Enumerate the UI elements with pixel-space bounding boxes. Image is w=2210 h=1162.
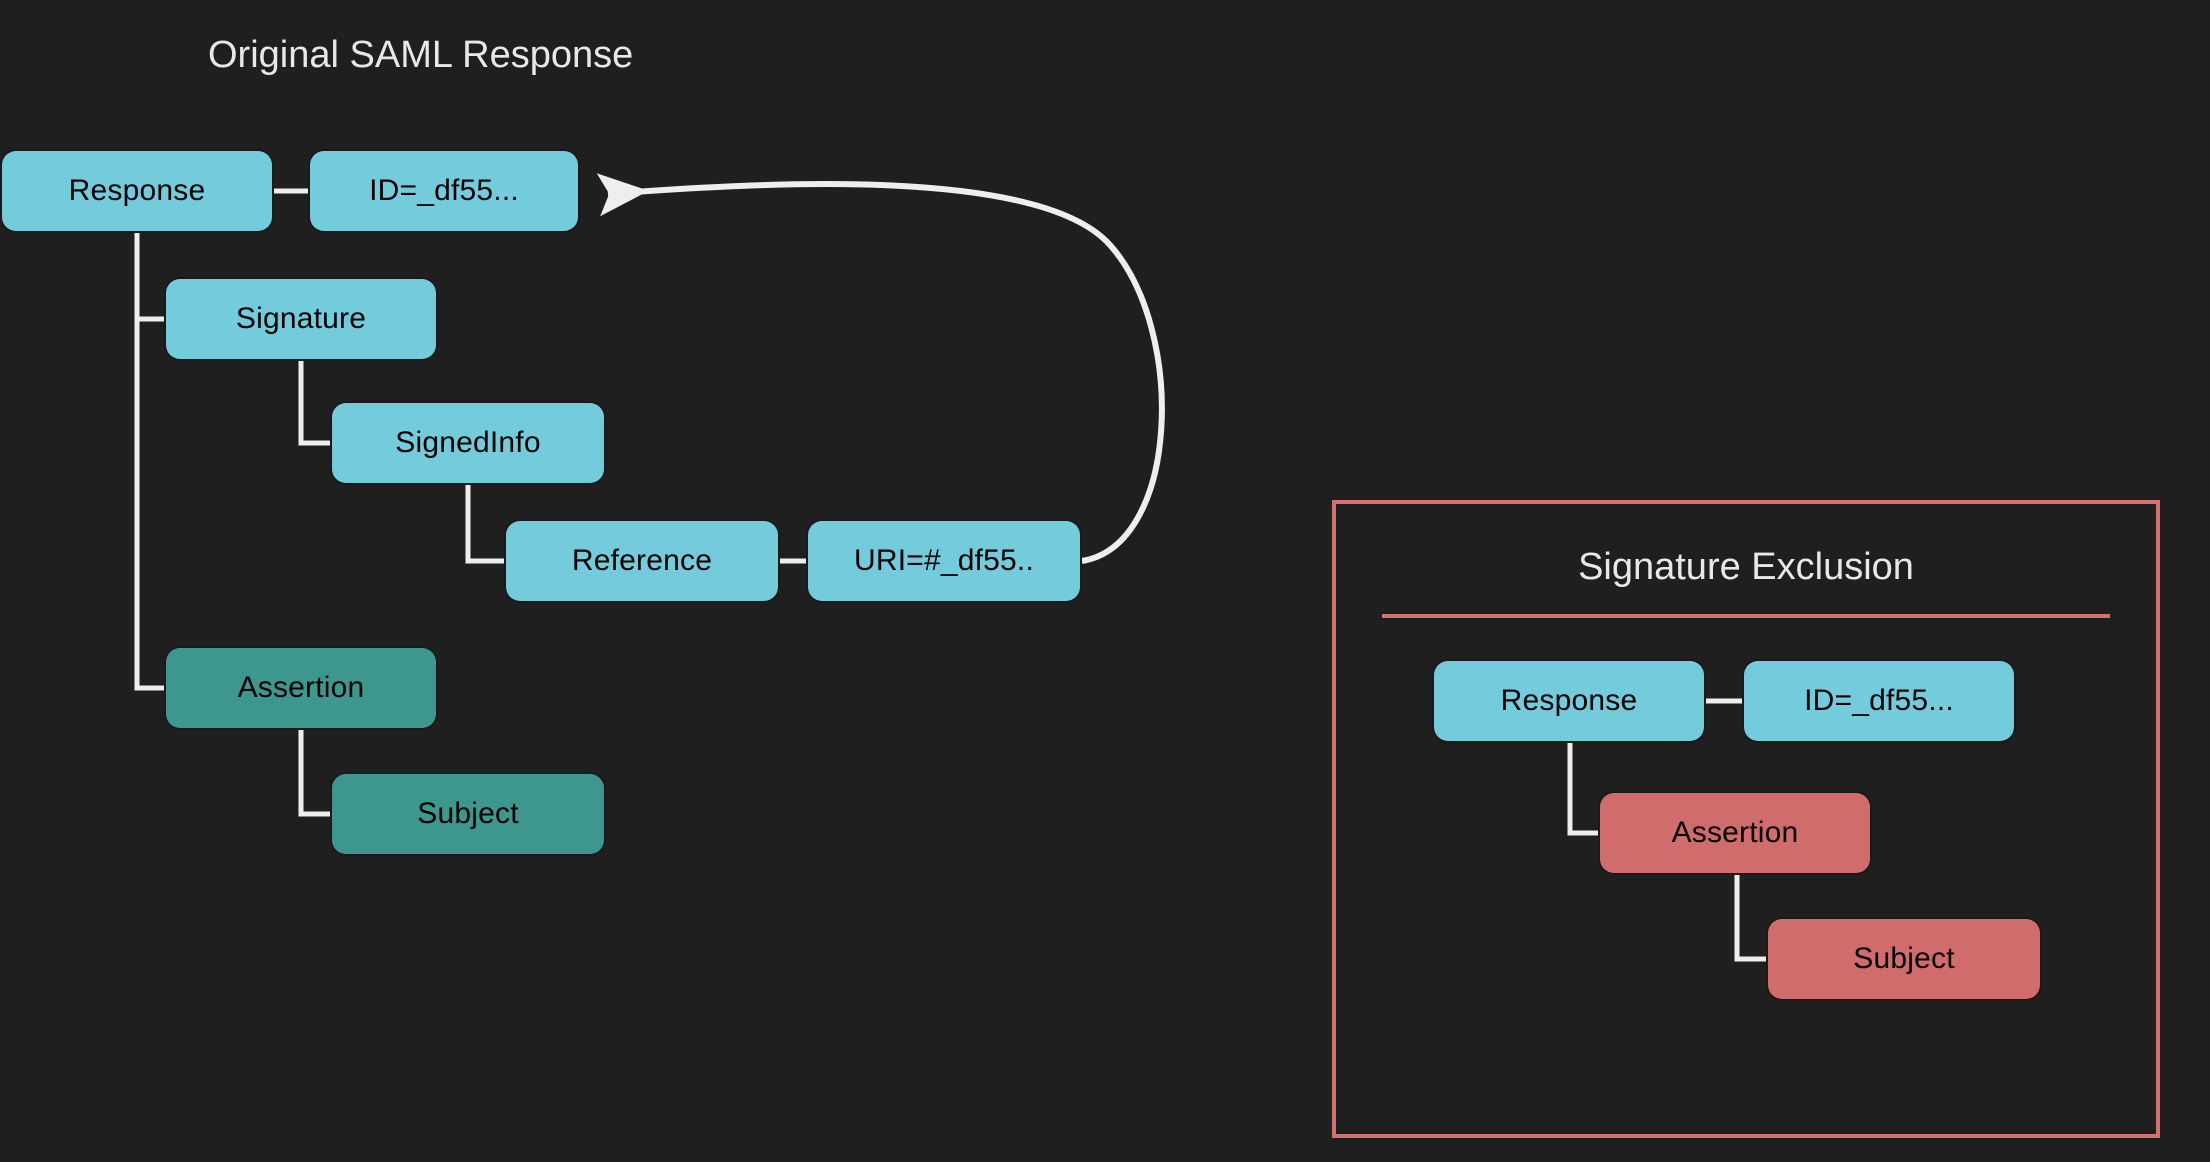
edge-response-to-assertion [134, 231, 166, 691]
signature-exclusion-panel [1332, 500, 2160, 1138]
left-diagram-title: Original SAML Response [208, 34, 634, 76]
edge-response-to-signature [134, 231, 166, 322]
node-r-assertion[interactable]: Assertion [1600, 793, 1870, 873]
edge-signature-to-signedinfo [298, 359, 332, 446]
panel-title-divider [1382, 614, 2110, 618]
node-assertion[interactable]: Assertion [166, 648, 436, 728]
edge-assertion-to-subject [298, 728, 332, 817]
node-subject[interactable]: Subject [332, 774, 604, 854]
node-r-response[interactable]: Response [1434, 661, 1704, 741]
signature-exclusion-title: Signature Exclusion [1578, 546, 1914, 588]
node-r-id-attribute[interactable]: ID=_df55... [1744, 661, 2014, 741]
node-uri-attribute[interactable]: URI=#_df55.. [808, 521, 1080, 601]
node-id-attribute[interactable]: ID=_df55... [310, 151, 578, 231]
node-reference[interactable]: Reference [506, 521, 778, 601]
edge-uri-to-id-curved-arrow [596, 173, 1165, 564]
edge-signedinfo-to-reference [465, 483, 506, 564]
node-r-subject[interactable]: Subject [1768, 919, 2040, 999]
node-signature[interactable]: Signature [166, 279, 436, 359]
node-signedinfo[interactable]: SignedInfo [332, 403, 604, 483]
node-response[interactable]: Response [2, 151, 272, 231]
